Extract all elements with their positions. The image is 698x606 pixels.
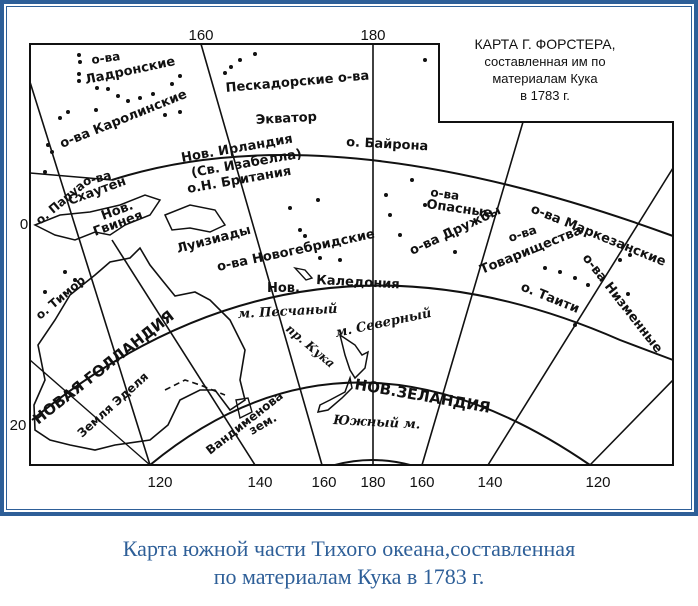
equator-line <box>111 154 674 237</box>
meridian-140 <box>111 239 256 466</box>
title-line-4: в 1783 г. <box>520 88 570 103</box>
new-zealand-south <box>316 375 353 413</box>
label-bayrona: о. Байрона <box>346 135 429 154</box>
parallel-0-label-line <box>29 172 113 181</box>
map-border <box>29 43 674 466</box>
map-title-block: КАРТА Г. ФОРСТЕРА, составленная им по ма… <box>474 36 615 103</box>
tasmania-dash <box>164 379 226 396</box>
label-timor: о. Тимор <box>33 273 88 323</box>
label-karolinskie: о-ва Каролинские <box>58 87 189 152</box>
lon-bottom-160w: 160 <box>409 474 434 491</box>
australia-coast <box>33 246 246 451</box>
new-caledonia <box>293 266 314 281</box>
title-line-2: составленная им по <box>484 54 605 69</box>
parallel-20-line <box>31 284 674 421</box>
map-caption: Карта южной части Тихого океана,составле… <box>0 535 698 591</box>
meridian-160w <box>421 121 524 466</box>
lon-bottom-140w: 140 <box>477 474 502 491</box>
title-line-3: материалам Кука <box>492 71 598 86</box>
title-line-1: КАРТА Г. ФОРСТЕРА, <box>474 36 615 52</box>
lon-bottom-120: 120 <box>147 474 172 491</box>
parallel-40-line <box>149 381 591 466</box>
meridian-140w <box>487 167 674 466</box>
new-britain-coast <box>163 204 227 233</box>
outer-frame <box>0 0 698 516</box>
label-peskadorskie: Пескадорские о-ва <box>225 68 370 95</box>
island-dots <box>43 52 632 327</box>
lat-0: 0 <box>20 216 28 233</box>
meridian-left-diag <box>29 81 151 466</box>
label-yuzhny: Южный м. <box>332 413 421 433</box>
lon-bottom-180: 180 <box>360 474 385 491</box>
lon-bottom-120w: 120 <box>585 474 610 491</box>
label-opasnye-ova: о-ва <box>430 185 461 203</box>
caption-line-2: по материалам Кука в 1783 г. <box>213 564 485 589</box>
lon-top-180: 180 <box>360 27 385 44</box>
label-severny: м. Северный <box>334 306 433 341</box>
label-peschany: м. Песчаный <box>237 302 337 322</box>
lon-top-160: 160 <box>188 27 213 44</box>
label-nov-zelandiya: НОВ.ЗЕЛАНДИЯ <box>353 375 491 417</box>
lon-bottom-160: 160 <box>311 474 336 491</box>
lat-20: 20 <box>10 417 27 434</box>
meridian-30-left <box>29 359 151 466</box>
label-ladronskie-ova: о-ва <box>90 49 121 67</box>
label-nov-kaledoniya-2: Каледония <box>316 273 400 292</box>
forster-map: 160 180 120 140 160 180 160 140 120 0 20… <box>10 27 674 491</box>
new-zealand-north <box>338 333 370 380</box>
label-taiti: о. Таити <box>519 280 582 317</box>
inner-frame <box>6 6 692 510</box>
new-guinea-coast <box>33 194 162 241</box>
label-kuka: пр. Кука <box>283 322 338 371</box>
meridian-120w <box>589 379 674 466</box>
label-equator: Экватор <box>255 110 317 128</box>
lon-bottom-140: 140 <box>247 474 272 491</box>
tasmania-coast <box>235 397 253 420</box>
label-nov-kaledoniya-1: Нов. <box>267 281 300 296</box>
meridian-160 <box>200 43 323 466</box>
caption-line-1: Карта южной части Тихого океана,составле… <box>122 536 576 561</box>
